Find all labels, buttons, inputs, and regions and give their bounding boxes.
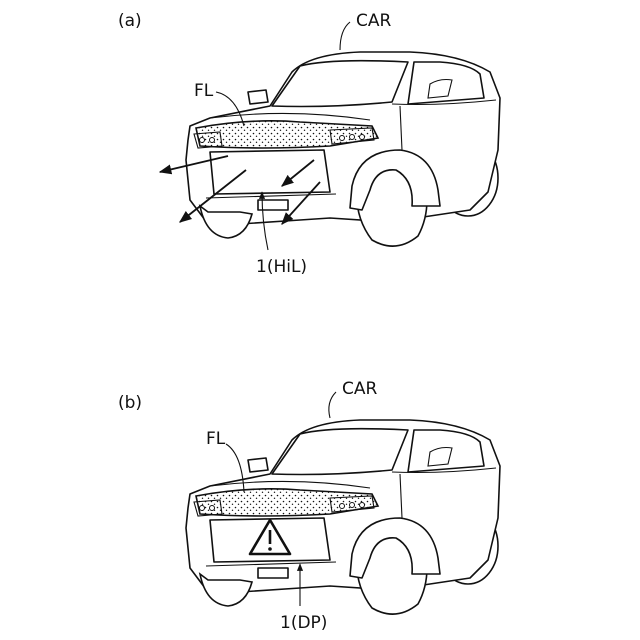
panel-a-label: (a) [118, 11, 142, 31]
panel-b-car-leader [329, 392, 336, 418]
panel-b-label: (b) [118, 393, 142, 413]
panel-b-device-label: 1(DP) [280, 613, 327, 633]
panel-a-car [186, 52, 500, 246]
panel-b-car-label: CAR [342, 379, 377, 399]
panel-a: (a) CAR FL 1(HiL) [118, 11, 500, 277]
panel-a-device-label: 1(HiL) [256, 257, 307, 277]
panel-b-lamp-label: FL [206, 429, 226, 449]
panel-b: (b) CAR FL 1(DP) [118, 379, 500, 633]
panel-a-car-leader [340, 22, 350, 50]
panel-b-car [186, 420, 500, 614]
panel-a-lamp-label: FL [194, 81, 214, 101]
panel-a-car-label: CAR [356, 11, 391, 31]
